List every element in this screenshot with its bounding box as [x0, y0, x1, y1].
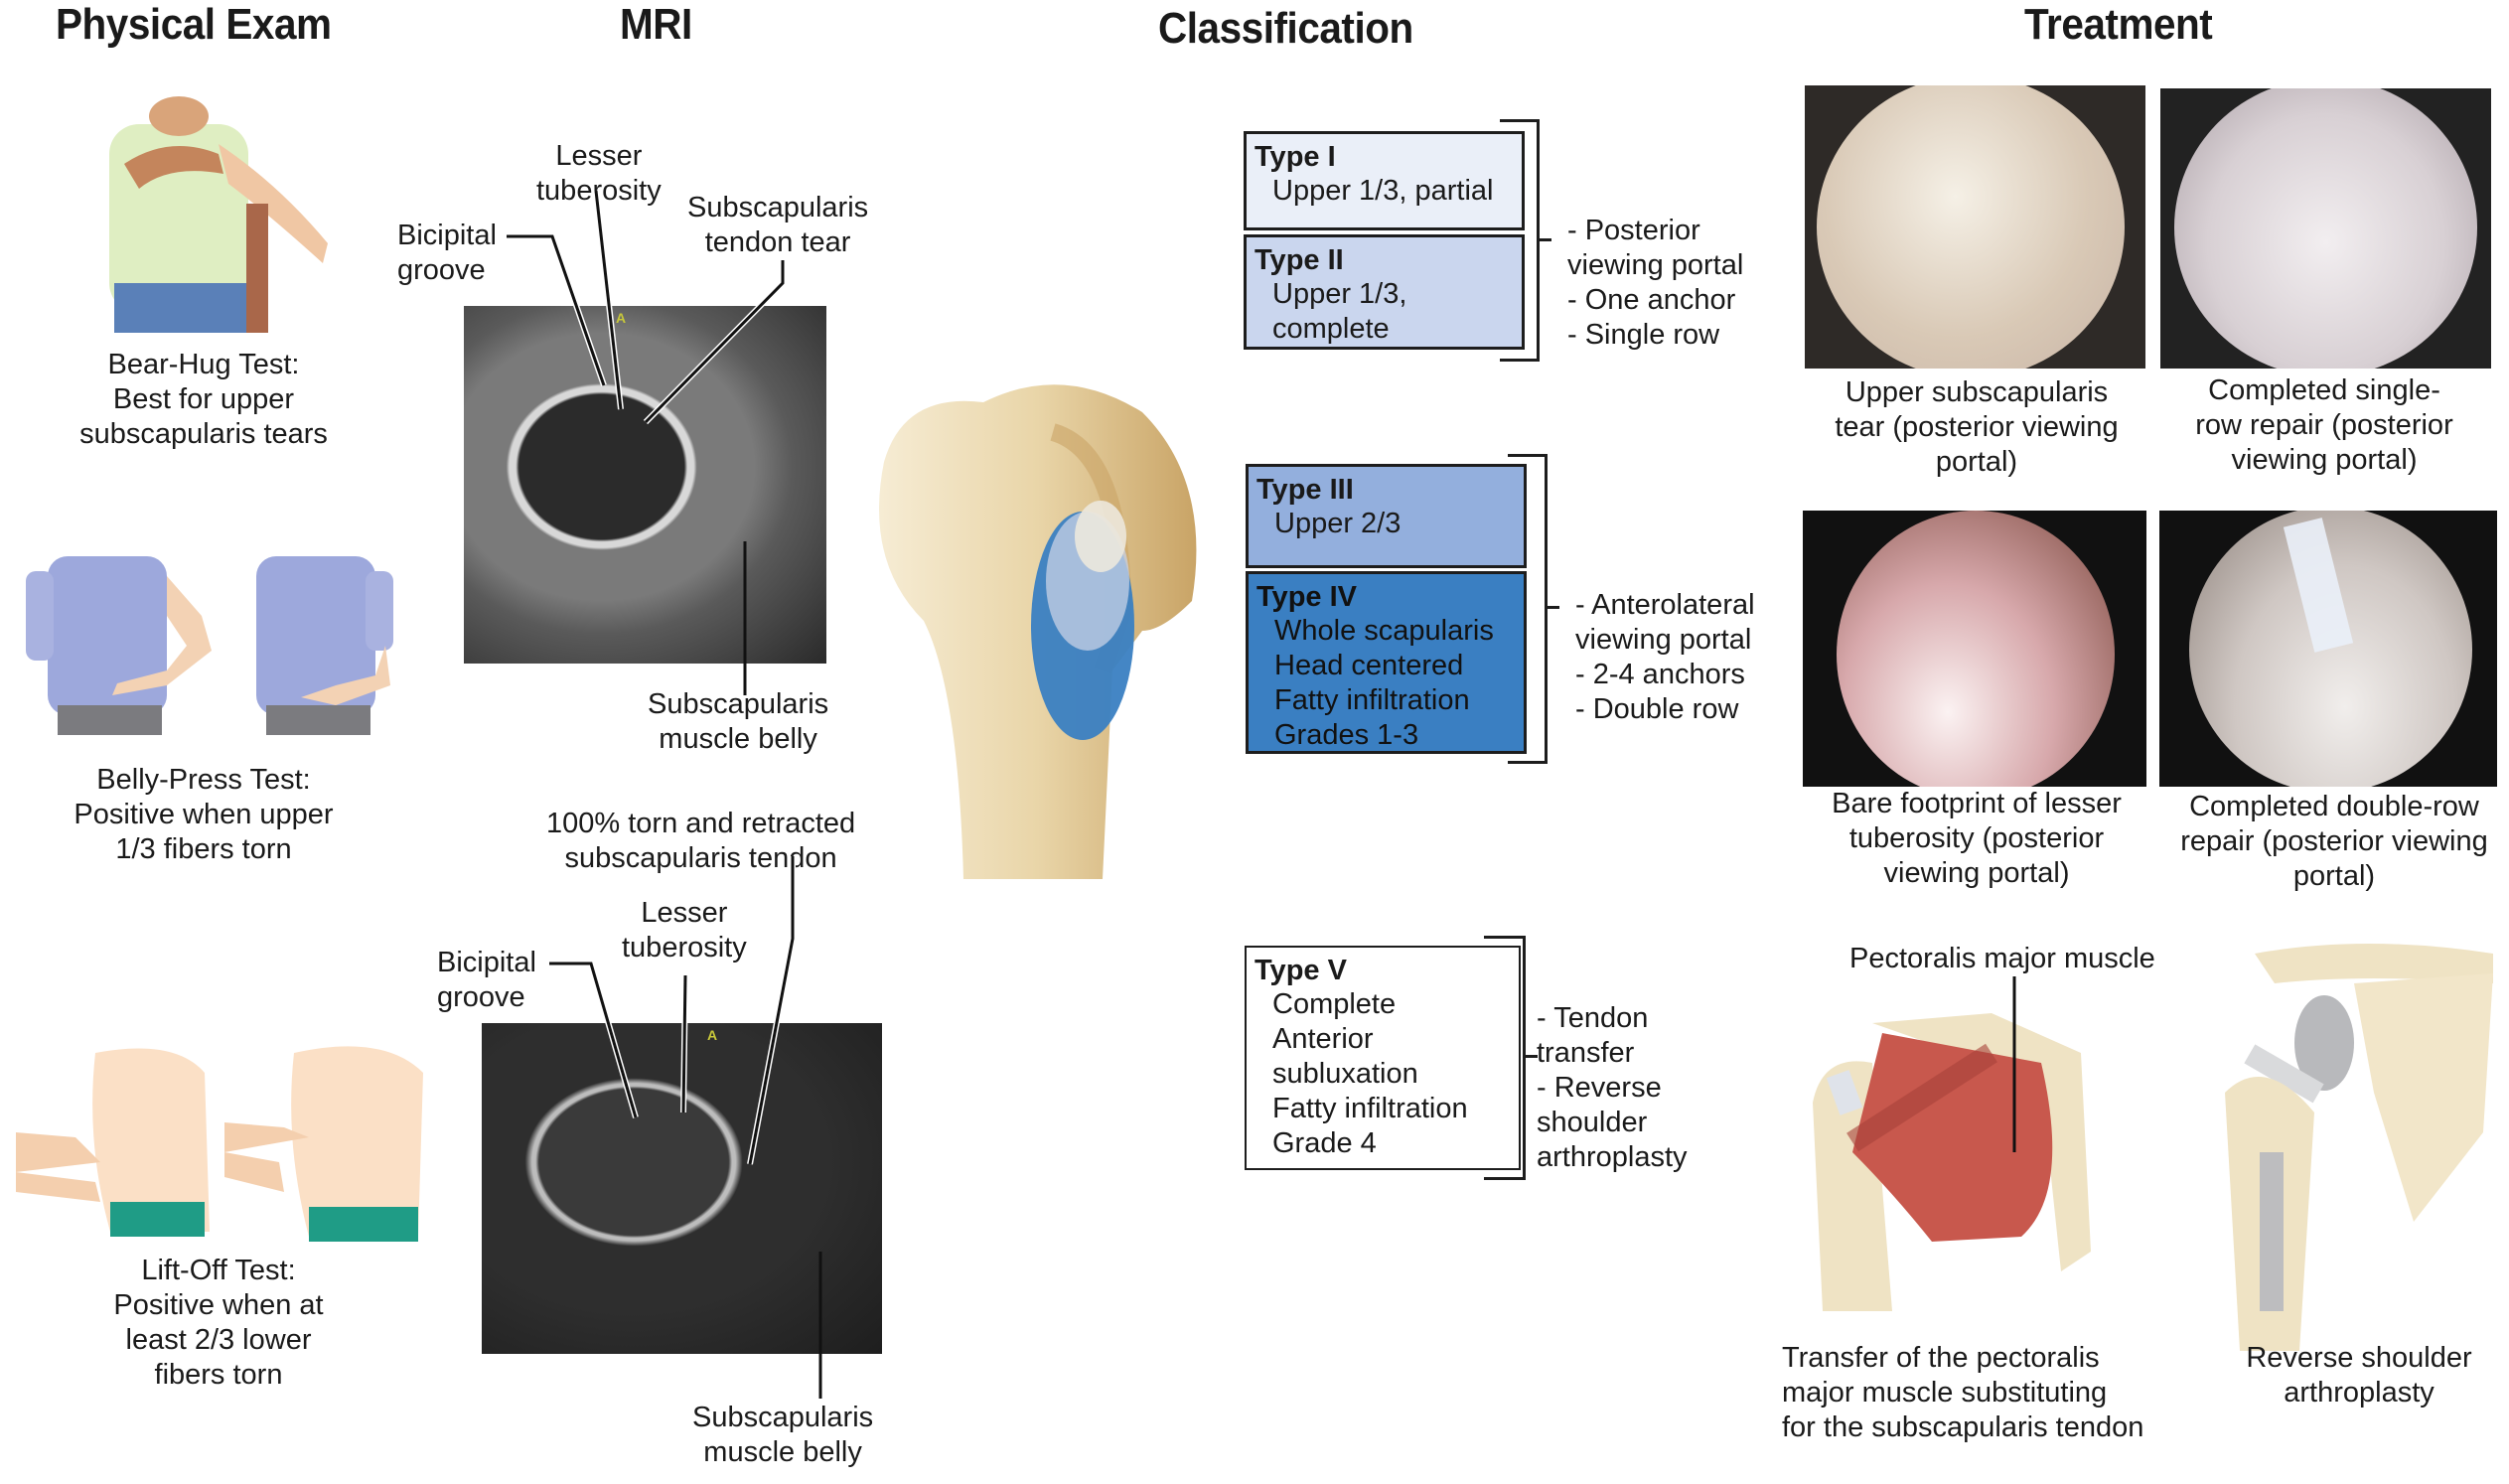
- pectoralis-transfer-caption: Transfer of the pectoralis major muscle …: [1782, 1342, 2144, 1443]
- bear-hug-caption: Bear-Hug Test: Best for upper subscapula…: [79, 349, 328, 450]
- mri-bottom-label-lesser-tuberosity: Lesser tuberosity: [622, 897, 747, 964]
- type-ii-description: Upper 1/3, complete: [1272, 278, 1407, 345]
- type-i-description: Upper 1/3, partial: [1272, 175, 1494, 207]
- header-mri: MRI: [620, 0, 692, 49]
- group-1-treatment: - Posterior viewing portal - One anchor …: [1567, 215, 1744, 351]
- group-3-treatment: - Tendon transfer - Reverse shoulder art…: [1537, 1002, 1688, 1173]
- type-iv-title: Type IV: [1256, 581, 1357, 613]
- header-physical-exam: Physical Exam: [56, 0, 332, 49]
- type-iv-box: Type IV Whole scapularis Head centered F…: [1246, 571, 1527, 754]
- mri-bottom-label-retracted-tendon: 100% torn and retracted subscapularis te…: [546, 808, 856, 874]
- reverse-shoulder-caption: Reverse shoulder arthroplasty: [2246, 1342, 2472, 1409]
- mri-bottom-label-muscle-belly: Subscapularis muscle belly: [692, 1402, 874, 1468]
- type-v-title: Type V: [1254, 955, 1347, 986]
- header-treatment: Treatment: [2024, 0, 2213, 49]
- mri-bottom-orientation-marker: A: [707, 1027, 718, 1043]
- group-3-bracket-tick: [1526, 1055, 1538, 1058]
- footprint-upper-third: [1075, 501, 1126, 572]
- mri-top-orientation-marker: A: [616, 310, 627, 326]
- type-i-title: Type I: [1254, 141, 1336, 173]
- type-ii-box: Type II Upper 1/3, complete: [1244, 234, 1525, 350]
- arthroscopy-double-row-image: [2159, 511, 2497, 787]
- belly-press-caption: Belly-Press Test: Positive when upper 1/…: [74, 764, 334, 865]
- group-2-treatment: - Anterolateral viewing portal - 2-4 anc…: [1575, 589, 1755, 725]
- arthroscopy-upper-tear-image: [1805, 85, 2145, 369]
- mri-top-image: [464, 306, 826, 664]
- group-2-bracket: [1508, 454, 1548, 764]
- bear-hug-illustration: [109, 96, 328, 333]
- type-iii-box: Type III Upper 2/3: [1246, 464, 1527, 568]
- group-3-bracket: [1484, 936, 1526, 1180]
- type-iv-description: Whole scapularis Head centered Fatty inf…: [1274, 615, 1494, 751]
- arthroscopy-bare-footprint-image: [1803, 511, 2146, 787]
- group-1-bracket-tick: [1540, 238, 1551, 241]
- lift-off-caption: Lift-Off Test: Positive when at least 2/…: [113, 1255, 324, 1391]
- mri-top-label-bicipital-groove: Bicipital groove: [397, 220, 497, 286]
- type-ii-title: Type II: [1254, 244, 1344, 276]
- humerus-footprint-illustration: [879, 384, 1197, 879]
- header-classification: Classification: [1158, 4, 1413, 53]
- arthroscopy-single-row-caption: Completed single- row repair (posterior …: [2195, 374, 2453, 476]
- type-i-box: Type I Upper 1/3, partial: [1244, 131, 1525, 230]
- type-v-box: Type V Complete Anterior subluxation Fat…: [1245, 946, 1521, 1170]
- type-v-description: Complete Anterior subluxation Fatty infi…: [1272, 988, 1468, 1159]
- group-2-bracket-tick: [1548, 606, 1559, 609]
- pectoralis-major-label: Pectoralis major muscle: [1849, 943, 2155, 974]
- mri-top-label-tendon-tear: Subscapularis tendon tear: [687, 192, 869, 258]
- type-iii-description: Upper 2/3: [1274, 508, 1402, 539]
- lift-off-illustration: [16, 1046, 423, 1242]
- belly-press-illustration: [26, 556, 393, 735]
- arthroscopy-double-row-caption: Completed double-row repair (posterior v…: [2180, 791, 2488, 892]
- reverse-shoulder-illustration: [2225, 944, 2493, 1351]
- type-iii-title: Type III: [1256, 474, 1354, 506]
- mri-top-label-muscle-belly: Subscapularis muscle belly: [648, 688, 829, 755]
- arthroscopy-bare-footprint-caption: Bare footprint of lesser tuberosity (pos…: [1832, 788, 2122, 889]
- pectoralis-transfer-illustration: [1813, 1013, 2091, 1311]
- group-1-bracket: [1500, 119, 1540, 362]
- arthroscopy-upper-tear-caption: Upper subscapularis tear (posterior view…: [1835, 376, 2119, 478]
- mri-bottom-label-bicipital-groove: Bicipital groove: [437, 947, 536, 1013]
- arthroscopy-single-row-image: [2160, 88, 2491, 369]
